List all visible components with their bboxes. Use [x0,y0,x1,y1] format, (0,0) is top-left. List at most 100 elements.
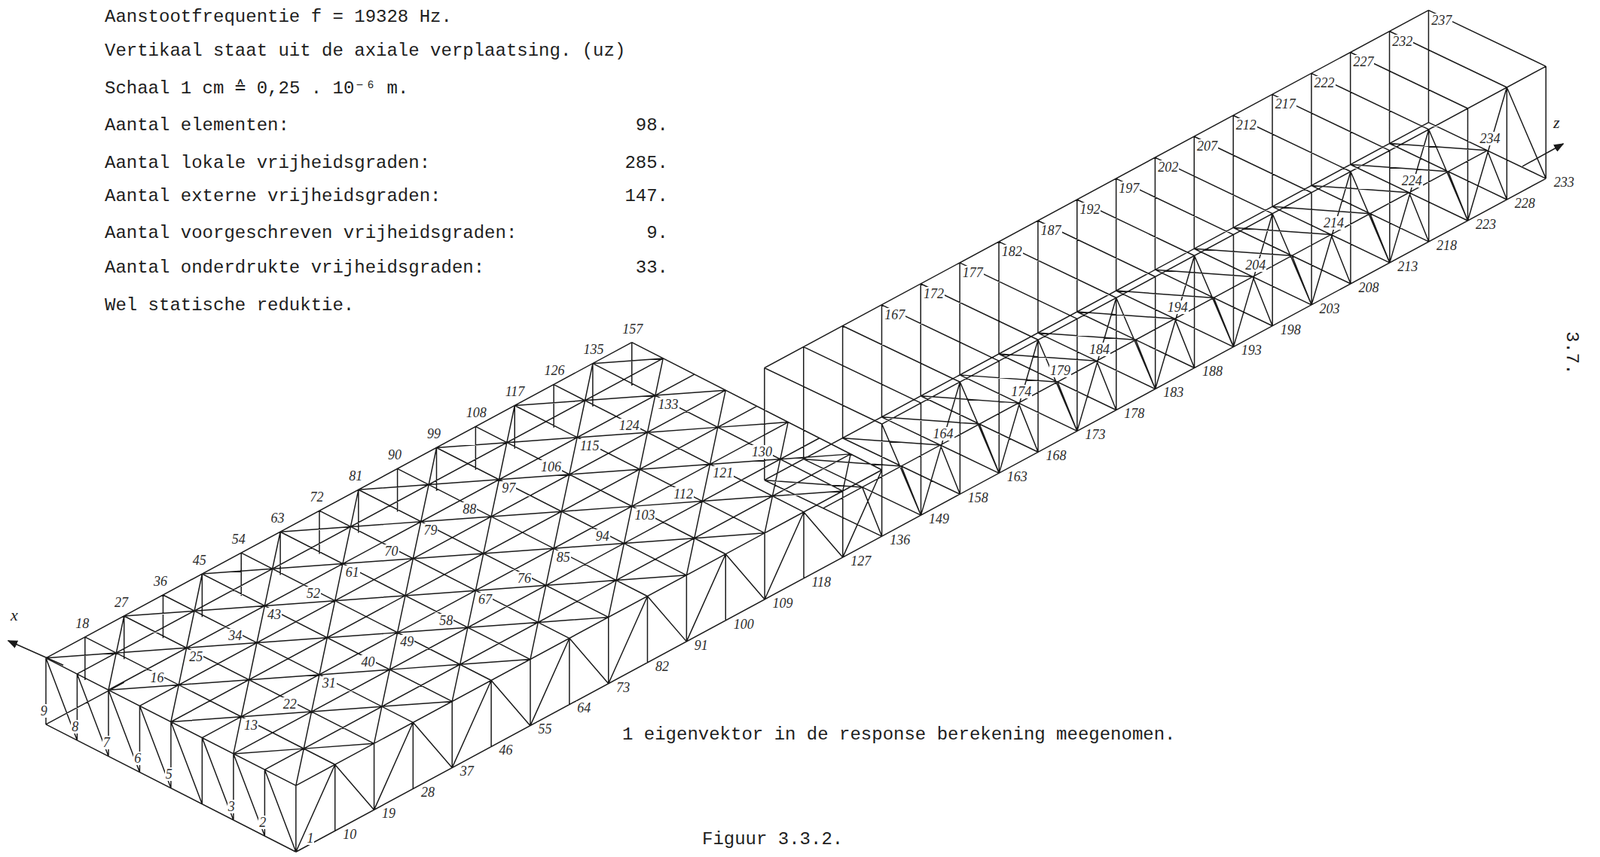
node-number: 203 [1319,302,1341,316]
node-number: 112 [672,487,694,501]
node-number: 52 [305,586,321,601]
note-text: Aantal voorgeschreven vrijheidsgraden: [104,222,517,245]
note-text: Schaal 1 cm ≙ 0,25 . 10⁻⁶ m. [104,78,409,100]
node-number: 118 [810,575,832,590]
node-number: 55 [537,722,553,736]
node-number: 130 [751,445,773,459]
note-text: Aantal lokale vrijheidsgraden: [104,152,431,175]
node-number: 228 [1514,196,1536,211]
node-number: 70 [384,544,400,559]
node-number: 106 [540,460,562,474]
node-number: 187 [1040,223,1063,238]
node-number: 91 [693,638,709,653]
node-number: 218 [1435,238,1458,253]
x-axis-arrow [8,641,64,666]
node-number: 46 [498,743,514,758]
node-number: 217 [1274,97,1297,111]
node-number: 10 [341,827,358,842]
node-number: 82 [654,659,670,674]
node-number: 13 [243,718,259,733]
note-text: Aantal onderdrukte vrijheidsgraden: [104,257,485,279]
node-number: 19 [381,806,397,821]
node-number: 179 [1049,363,1072,378]
node-number: 64 [576,701,592,715]
node-number: 124 [618,418,641,433]
node-number: 183 [1162,385,1185,400]
node-number: 227 [1352,54,1375,69]
node-number: 72 [308,490,324,504]
node-number: 6 [133,751,142,766]
node-number: 157 [621,322,644,336]
node-number: 121 [711,466,734,480]
node-number: 16 [149,671,165,685]
node-number: 97 [500,481,517,495]
node-number: 214 [1322,216,1345,230]
node-number: 184 [1088,342,1111,357]
node-number: 109 [772,596,794,611]
note-text: Aantal externe vrijheidsgraden: [104,186,441,208]
node-number: 7 [102,735,111,750]
node-number: 234 [1478,131,1501,146]
node-number: 182 [1001,244,1023,259]
mesh-lines [45,10,1546,853]
node-number: 90 [387,448,403,462]
node-number: 100 [732,617,755,632]
node-number: 22 [282,697,298,712]
node-number: 168 [1045,448,1068,463]
node-number: 127 [849,554,872,568]
node-number: 27 [113,595,129,610]
note-text: 1 eigenvektor in de response berekening … [622,724,1176,746]
node-number: 232 [1391,34,1414,49]
node-number: 173 [1083,427,1106,442]
node-number: 37 [459,764,475,779]
node-number: 202 [1157,160,1179,175]
node-number: 88 [461,502,477,517]
node-number: 172 [922,287,945,301]
node-number: 223 [1474,217,1497,232]
node-number: 237 [1430,13,1453,28]
node-number: 192 [1078,202,1101,217]
node-number: 198 [1279,323,1302,337]
node-number: 117 [504,384,526,399]
node-number: 73 [615,680,631,695]
node-number: 94 [595,529,611,544]
node-number: 174 [1010,384,1033,399]
node-number: 49 [399,635,415,649]
node-number: 126 [543,363,566,378]
node-number: 224 [1401,174,1423,188]
node-number: 135 [582,342,605,357]
node-number: 99 [426,427,442,441]
node-number: 108 [465,406,488,420]
node-number: 222 [1313,76,1336,90]
node-number: 58 [438,613,454,628]
node-number: 18 [74,616,90,631]
node-number: 81 [348,469,364,483]
node-number: 40 [360,655,376,669]
node-number: 197 [1117,181,1140,196]
node-number: 1 [305,831,315,846]
node-number: 233 [1553,175,1576,190]
node-number: 79 [422,523,438,538]
node-number: 194 [1166,300,1189,315]
parameter-value: 285. [624,152,669,175]
node-number: 5 [164,767,174,782]
node-number: 136 [888,533,911,547]
node-number: 208 [1357,280,1380,295]
node-number: 3 [227,800,236,814]
node-number: 207 [1196,139,1219,153]
axis-label: x [10,607,19,624]
node-number: 178 [1123,406,1146,421]
node-number: 177 [961,265,984,280]
node-number: 158 [967,491,990,505]
node-number: 2 [258,815,267,830]
z-axis-arrow [1522,143,1564,167]
node-number: 43 [266,607,282,622]
parameter-value: 98. [635,115,669,137]
node-number: 9 [39,704,49,718]
node-number: 54 [231,532,247,547]
node-number: 212 [1235,118,1258,132]
parameter-value: 147. [624,186,669,208]
node-number: 28 [420,785,436,800]
node-number: 31 [321,676,337,691]
node-number: 164 [932,427,955,441]
